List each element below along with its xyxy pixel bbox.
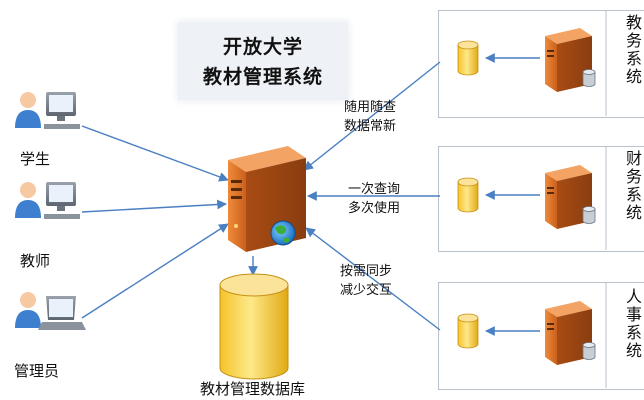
- admin-to-server-arrow: [81, 223, 229, 319]
- finance-system-box: [438, 146, 644, 252]
- hr-system-label: 人事系统: [623, 288, 642, 360]
- teacher-label: 教师: [20, 252, 51, 270]
- finance-system-label: 财务系统: [623, 150, 642, 222]
- administrator-label: 管理员: [14, 362, 60, 380]
- academic-to-server-arrow: [303, 61, 441, 171]
- academic-server-icon: [545, 28, 596, 92]
- administrator-user-icon: [15, 292, 86, 330]
- central-database-icon: [219, 273, 289, 380]
- edge-label-hr-line2: 减少交互: [340, 283, 393, 298]
- academic-system-label: 教务系统: [623, 14, 642, 86]
- edge-label-academic: 随用随查 数据常新: [344, 98, 396, 136]
- title-line-1: 开放大学: [222, 36, 303, 58]
- edge-label-finance-line2: 多次使用: [348, 201, 401, 216]
- globe-icon: [270, 220, 296, 246]
- finance-server-icon: [545, 165, 596, 229]
- hr-to-server-arrow: [305, 227, 441, 331]
- edge-label-finance: 一次查询 多次使用: [348, 180, 400, 218]
- diagram-title: 开放大学 教材管理系统: [178, 22, 348, 100]
- student-user-icon: [15, 92, 80, 129]
- edge-label-finance-line1: 一次查询: [348, 182, 401, 197]
- hr-database-icon: [457, 313, 479, 349]
- academic-database-icon: [457, 40, 479, 76]
- student-label: 学生: [20, 150, 51, 168]
- edge-label-hr: 按需同步 减少交互: [340, 262, 392, 300]
- hr-server-icon: [545, 301, 596, 365]
- edge-label-academic-line2: 数据常新: [344, 119, 397, 134]
- database-label: 教材管理数据库: [200, 380, 306, 398]
- teacher-to-server-arrow: [81, 199, 227, 213]
- teacher-user-icon: [15, 182, 80, 219]
- title-line-2: 教材管理系统: [202, 66, 323, 88]
- student-to-server-arrow: [81, 125, 229, 182]
- finance-database-icon: [457, 177, 479, 213]
- edge-label-hr-line1: 按需同步: [340, 264, 393, 279]
- edge-label-academic-line1: 随用随查: [344, 100, 397, 115]
